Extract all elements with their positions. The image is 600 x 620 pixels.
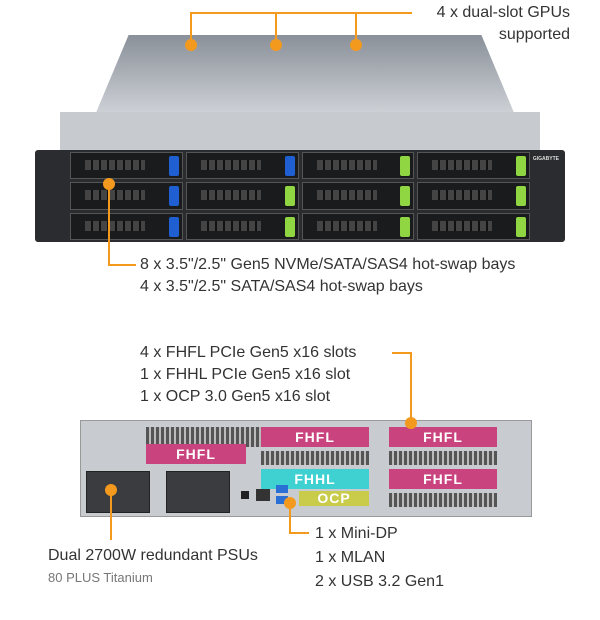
gpu-line: supported xyxy=(498,26,570,43)
sata-latch[interactable] xyxy=(168,156,179,176)
nvme-latch[interactable] xyxy=(516,156,526,176)
drive-bay[interactable] xyxy=(301,212,415,240)
slot-fhfl: FHFL xyxy=(146,444,246,464)
drive-bay[interactable] xyxy=(70,182,183,210)
sata-latch[interactable] xyxy=(168,216,179,237)
io-callout: 1 x Mini-DP 1 x MLAN 2 x USB 3.2 Gen1 xyxy=(315,522,444,594)
drive-bay[interactable] xyxy=(417,182,530,210)
nvme-latch[interactable] xyxy=(400,186,411,207)
drive-bay[interactable] xyxy=(70,212,183,240)
nvme-latch[interactable] xyxy=(284,186,295,207)
callout-dot xyxy=(270,39,282,51)
psu-title: Dual 2700W redundant PSUs xyxy=(48,547,258,564)
usb-port xyxy=(276,496,288,504)
drive-bay[interactable] xyxy=(417,152,530,180)
mlan-port xyxy=(256,489,270,501)
gpu-callout: 4 x dual-slot GPUs supported xyxy=(437,2,570,46)
server-rear-panel: FHFL FHFL FHHL OCP FHFL FHFL xyxy=(80,420,532,517)
callout-dot xyxy=(405,417,417,429)
drive-bay[interactable] xyxy=(185,212,299,240)
drive-bay[interactable] xyxy=(70,152,183,180)
psu xyxy=(166,471,230,513)
drive-bay[interactable] xyxy=(301,182,415,210)
sata-latch[interactable] xyxy=(284,156,295,176)
pcie-line: 4 x FHFL PCIe Gen5 x16 slots xyxy=(140,344,357,361)
psu xyxy=(86,471,150,513)
io-line: 1 x MLAN xyxy=(315,549,386,566)
slot-fhfl: FHFL xyxy=(389,427,497,447)
sata-latch[interactable] xyxy=(168,186,179,207)
pcie-line: 1 x FHHL PCIe Gen5 x16 slot xyxy=(140,366,351,383)
drive-bay[interactable] xyxy=(301,152,415,180)
nvme-latch[interactable] xyxy=(400,216,411,237)
psu-callout: Dual 2700W redundant PSUs 80 PLUS Titani… xyxy=(48,545,258,589)
drive-bay[interactable] xyxy=(417,212,530,240)
callout-dot xyxy=(350,39,362,51)
pcie-callout: 4 x FHFL PCIe Gen5 x16 slots 1 x FHHL PC… xyxy=(140,342,356,408)
server-front-deck xyxy=(60,112,540,152)
callout-dot xyxy=(185,39,197,51)
gpu-line: 4 x dual-slot GPUs xyxy=(436,4,570,21)
usb-port xyxy=(276,485,288,493)
io-line: 2 x USB 3.2 Gen1 xyxy=(315,573,444,590)
drive-bay[interactable] xyxy=(185,152,299,180)
nvme-latch[interactable] xyxy=(284,216,295,237)
psu-subtitle: 80 PLUS Titanium xyxy=(48,570,153,585)
slot-ocp: OCP xyxy=(299,491,369,506)
bays-line: 8 x 3.5"/2.5" Gen5 NVMe/SATA/SAS4 hot-sw… xyxy=(140,256,516,273)
nvme-latch[interactable] xyxy=(516,186,526,207)
slot-fhhl: FHHL xyxy=(261,469,369,489)
drive-bays xyxy=(70,152,530,240)
drive-bay[interactable] xyxy=(185,182,299,210)
mini-dp-port xyxy=(241,491,249,499)
brand-logo: GIGABYTE xyxy=(532,156,559,162)
bays-callout: 8 x 3.5"/2.5" Gen5 NVMe/SATA/SAS4 hot-sw… xyxy=(140,254,515,298)
pcie-line: 1 x OCP 3.0 Gen5 x16 slot xyxy=(140,388,331,405)
bays-line: 4 x 3.5"/2.5" SATA/SAS4 hot-swap bays xyxy=(140,278,423,295)
nvme-latch[interactable] xyxy=(400,156,411,176)
nvme-latch[interactable] xyxy=(516,216,526,237)
server-top-view xyxy=(95,35,515,115)
slot-fhfl: FHFL xyxy=(261,427,369,447)
io-line: 1 x Mini-DP xyxy=(315,525,398,542)
slot-fhfl: FHFL xyxy=(389,469,497,489)
